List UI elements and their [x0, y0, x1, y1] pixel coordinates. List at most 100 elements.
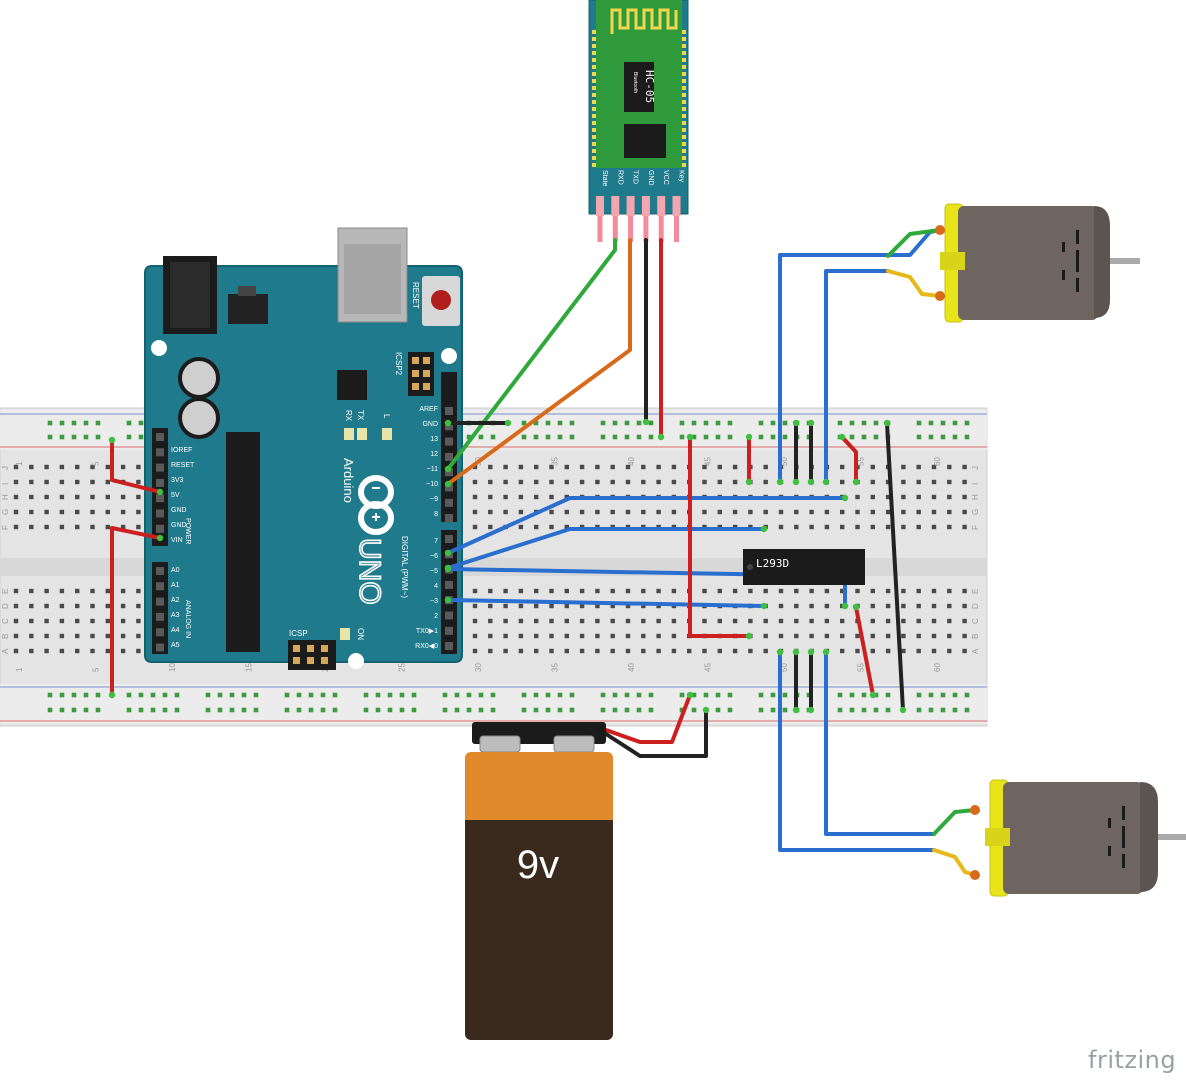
rail-hole — [174, 707, 180, 713]
bt-pin-header[interactable] — [657, 196, 666, 216]
header-pin[interactable] — [156, 433, 164, 441]
analog-header — [152, 562, 168, 654]
breadboard-hole — [44, 588, 49, 594]
breadboard-hole — [488, 588, 493, 594]
column-number: 5 — [92, 667, 101, 672]
breadboard-hole — [44, 509, 49, 515]
breadboard-hole — [564, 633, 569, 639]
rail-hole — [861, 434, 867, 440]
breadboard-hole — [59, 618, 65, 624]
icsp-pin — [321, 645, 328, 652]
rail-hole — [715, 692, 721, 698]
breadboard-hole — [472, 509, 478, 515]
bt-pin-header[interactable] — [596, 196, 604, 216]
rail-hole — [71, 434, 77, 440]
header-pin[interactable] — [156, 448, 164, 457]
breadboard-hole — [75, 509, 80, 515]
wire-endpoint — [776, 478, 784, 486]
header-pin[interactable] — [156, 612, 164, 621]
rail-hole — [885, 707, 891, 713]
rail-hole — [679, 434, 685, 440]
rail-hole — [782, 692, 788, 698]
rail-hole — [126, 420, 132, 426]
header-pin[interactable] — [445, 514, 453, 523]
breadboard-hole — [59, 494, 65, 500]
bt-pin-header[interactable] — [672, 196, 681, 216]
breadboard-hole — [931, 524, 937, 530]
rail-hole — [454, 707, 460, 713]
breadboard-hole — [732, 588, 738, 594]
breadboard-hole — [885, 588, 891, 594]
header-pin[interactable] — [156, 597, 164, 606]
breadboard-hole — [671, 479, 677, 485]
wire-endpoint — [807, 706, 815, 714]
digital-pin-label: 8 — [434, 511, 438, 518]
breadboard-hole — [595, 509, 600, 515]
header-pin[interactable] — [445, 483, 453, 492]
header-pin[interactable] — [156, 567, 164, 575]
header-pin[interactable] — [445, 611, 453, 620]
icsp-pin — [307, 645, 314, 652]
bt-pad — [682, 135, 686, 139]
header-pin[interactable] — [445, 642, 453, 651]
header-pin[interactable] — [445, 437, 453, 446]
wire-motor2-a — [778, 650, 936, 852]
row-letter: B — [971, 634, 980, 639]
digital-pin-label: 2 — [434, 613, 438, 620]
wire-endpoint — [760, 525, 768, 533]
bt-pin-header[interactable] — [641, 196, 650, 216]
header-pin[interactable] — [156, 643, 164, 652]
breadboard-hole — [472, 464, 478, 470]
rail-hole — [612, 420, 618, 426]
breadboard-hole — [13, 509, 19, 515]
column-number: 60 — [933, 663, 942, 672]
breadboard-hole — [29, 494, 34, 500]
header-pin[interactable] — [156, 582, 164, 591]
dc-motor-1 — [935, 203, 1140, 323]
header-pin[interactable] — [156, 628, 164, 637]
header-pin[interactable] — [445, 626, 453, 635]
rail-hole — [928, 707, 934, 713]
rail-hole — [715, 420, 721, 426]
breadboard-hole — [75, 633, 80, 639]
rail-hole — [59, 434, 65, 440]
bt-pad — [592, 107, 596, 111]
header-pin[interactable] — [156, 463, 164, 472]
header-pin[interactable] — [156, 478, 164, 487]
header-pin[interactable] — [445, 407, 453, 415]
breadboard-hole — [778, 618, 784, 624]
header-pin[interactable] — [445, 452, 453, 461]
breadboard-hole — [717, 618, 722, 624]
header-pin[interactable] — [445, 422, 453, 431]
row-letter: A — [971, 648, 980, 654]
breadboard-hole — [29, 603, 34, 609]
header-pin[interactable] — [445, 498, 453, 507]
breadboard-hole — [136, 648, 141, 654]
breadboard-hole — [518, 494, 524, 500]
bt-pin-header[interactable] — [626, 196, 635, 216]
breadboard-hole — [105, 603, 110, 609]
wire-endpoint — [807, 478, 815, 486]
header-pin[interactable] — [156, 524, 164, 533]
wire-endpoint — [899, 706, 907, 714]
bt-name-label: HC-05 — [643, 70, 656, 103]
bt-pin-header[interactable] — [611, 196, 620, 216]
rail-hole — [557, 434, 563, 440]
header-pin[interactable] — [445, 580, 453, 589]
breadboard-hole — [564, 464, 569, 470]
rail-hole — [636, 420, 642, 426]
breadboard-hole — [136, 633, 141, 639]
breadboard-hole — [717, 588, 722, 594]
header-pin[interactable] — [445, 535, 453, 543]
breadboard-hole — [136, 618, 141, 624]
breadboard-hole — [488, 633, 493, 639]
rail-hole — [59, 707, 65, 713]
rail-hole — [727, 420, 733, 426]
rail-hole — [454, 692, 460, 698]
breadboard-hole — [870, 524, 875, 530]
breadboard-hole — [625, 633, 631, 639]
header-pin[interactable] — [156, 509, 164, 518]
header-pin[interactable] — [156, 494, 164, 503]
header-pin[interactable] — [445, 468, 453, 477]
breadboard-hole — [549, 509, 554, 515]
